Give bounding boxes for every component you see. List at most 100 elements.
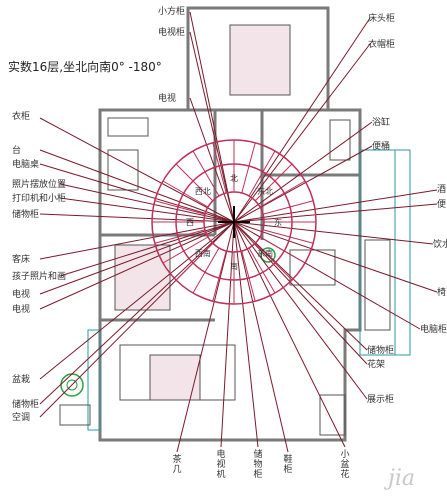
leader-line <box>233 43 371 223</box>
label-water-dispenser: 饮水 <box>433 240 447 250</box>
compass-direction-label: 西南 <box>195 248 211 258</box>
leader-line <box>59 197 235 223</box>
label-bian: 便 <box>437 200 447 210</box>
leader-line <box>39 221 235 295</box>
balcony-rect <box>359 149 411 356</box>
main-walls <box>98 108 362 442</box>
leader-line <box>189 31 235 223</box>
leader-line <box>233 221 438 293</box>
leader-line <box>233 17 371 223</box>
compass-spoke <box>248 150 276 197</box>
desk <box>107 149 139 191</box>
entry-cabinet <box>319 394 346 436</box>
balcony <box>87 149 411 431</box>
label-potted-plant: 盆栽 <box>12 375 31 385</box>
leader-line <box>233 221 368 365</box>
label-toilet: 便桶 <box>372 142 391 152</box>
window-left <box>87 329 101 431</box>
label-flower-stand: 花架 <box>367 360 386 370</box>
label-child-photo: 孩子照片和画 <box>12 272 67 282</box>
label-printer-cabinet: 打印机和小柜 <box>12 194 67 204</box>
compass-spoke <box>154 200 206 215</box>
dining-table <box>289 249 336 286</box>
compass-spoke <box>154 229 206 244</box>
leader-line <box>233 145 373 223</box>
compass-spoke <box>248 247 276 294</box>
label-storage-right: 储物柜 <box>367 346 395 356</box>
leader-line <box>189 11 235 223</box>
furniture <box>59 24 391 436</box>
compass-spoke <box>162 180 209 208</box>
compass-direction-label: 西北 <box>195 187 211 196</box>
compass-spokes <box>152 140 316 304</box>
label-bedside-table: 床头柜 <box>368 14 396 24</box>
compass-spoke <box>254 163 293 202</box>
compass-direction-label: 南 <box>230 261 238 271</box>
compass-direction-label: 北 <box>230 174 238 183</box>
compass-direction-label: 东 <box>274 217 282 227</box>
label-computer-cabinet: 电脑柜 <box>420 325 447 335</box>
coffee-table <box>149 354 201 401</box>
leader-line <box>176 221 235 453</box>
leader-line <box>39 221 235 380</box>
compass-spoke <box>192 150 220 197</box>
plan-title: 实数16层,坐北向南0° -180° <box>8 60 162 74</box>
plant-dining <box>260 247 276 263</box>
storage-bottom <box>59 404 91 426</box>
label-wardrobe-top: 衣帽柜 <box>368 40 396 50</box>
compass-spoke <box>212 142 227 194</box>
bathtub <box>329 119 351 161</box>
compass-spoke <box>175 242 214 281</box>
label-tv-cabinet: 电视柜 <box>158 28 186 38</box>
label-tv-2: 电视 <box>12 305 31 315</box>
label-storage-bottom: 储物柜 <box>253 450 263 480</box>
compass-spoke <box>254 242 293 281</box>
leader-line <box>189 97 235 223</box>
leader-line <box>233 221 259 448</box>
compass-spoke <box>192 247 220 294</box>
compass-spoke <box>259 236 306 264</box>
label-small-cabinet: 小方柜 <box>158 7 186 17</box>
leader-line <box>39 149 235 223</box>
compass-spoke <box>212 250 227 302</box>
leader-line <box>233 221 368 351</box>
leader-line <box>233 221 346 448</box>
compass-direction-label: 西 <box>186 218 194 227</box>
compass-spoke <box>241 250 256 302</box>
leader-line <box>233 121 373 223</box>
leader-line <box>233 203 438 223</box>
leader-line <box>233 189 438 223</box>
label-guest-bed: 客床 <box>12 255 31 265</box>
label-display-cabinet: 展示柜 <box>367 395 395 405</box>
label-bathtub: 浴缸 <box>372 118 391 128</box>
leader-line <box>220 221 235 448</box>
compass-spoke <box>175 163 214 202</box>
label-tv-top: 电视 <box>158 94 177 104</box>
label-storage-cabinet: 储物柜 <box>12 210 40 220</box>
watermark: jia <box>388 466 415 491</box>
leader-line <box>39 221 235 260</box>
label-wine: 酒 <box>437 185 447 195</box>
label-computer-desk: 电脑桌 <box>12 160 40 170</box>
compass-spoke <box>162 236 209 264</box>
wardrobe <box>107 117 149 137</box>
compass-spoke <box>259 180 306 208</box>
compass-spoke <box>241 142 256 194</box>
compass-direction-label: 东南 <box>257 248 273 258</box>
leader-line <box>233 221 289 453</box>
leader-line <box>39 221 235 310</box>
label-chair: 椅 <box>437 288 447 298</box>
compass-spoke <box>262 229 314 244</box>
leader-line <box>39 221 235 405</box>
leader-line <box>233 221 368 400</box>
cabinet-right <box>364 239 391 331</box>
compass-spoke <box>262 200 314 215</box>
label-coffee-table: 茶几 <box>172 455 182 475</box>
leader-line <box>233 221 434 245</box>
label-tv-1: 电视 <box>12 290 31 300</box>
label-photo-position: 照片摆放位置 <box>12 180 67 190</box>
label-tai: 台 <box>12 146 22 156</box>
